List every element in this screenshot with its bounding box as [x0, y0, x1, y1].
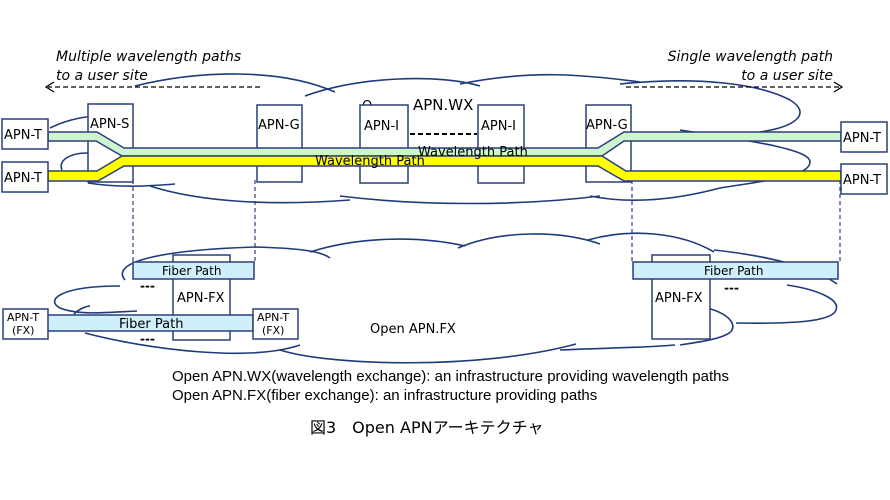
- apn-t-fx-node-left[interactable]: APN-T (FX): [2, 308, 49, 340]
- apn-g-node-left[interactable]: APN-G: [256, 104, 303, 183]
- apn-i-node-right[interactable]: APN-I: [477, 104, 525, 184]
- wx-cloud: [49, 73, 811, 205]
- fiber-ellipsis-left-bottom: ---: [140, 332, 155, 346]
- multiple-paths-annotation-line1: Multiple wavelength paths: [56, 49, 241, 65]
- svg-text:(FX): (FX): [12, 324, 34, 337]
- fiber-path-left-bottom[interactable]: Fiber Path: [46, 314, 254, 332]
- legend-line-wx: Open APN.WX(wavelength exchange): an inf…: [172, 368, 729, 385]
- svg-text:APN-T: APN-T: [843, 131, 881, 146]
- fiber-ellipsis-left-top: ---: [140, 279, 155, 293]
- vertical-guides: [132, 180, 841, 262]
- apn-t-node-top-right[interactable]: APN-T: [840, 121, 888, 153]
- apn-t-node-bottom-left[interactable]: APN-T: [1, 161, 49, 193]
- fiber-path-right[interactable]: Fiber Path: [632, 261, 839, 280]
- right-arrow-head-icon: [833, 81, 844, 93]
- svg-text:APN-G: APN-G: [258, 118, 300, 133]
- apn-t-node-top-left[interactable]: APN-T: [1, 118, 49, 150]
- wx-network-label: APN.WX: [413, 96, 473, 114]
- fx-cloud: [53, 232, 838, 364]
- svg-text:Fiber Path: Fiber Path: [162, 264, 221, 278]
- fiber-ellipsis-right: ---: [724, 281, 739, 295]
- left-arrow-head-icon: [44, 81, 55, 93]
- single-path-annotation-line1: Single wavelength path: [668, 49, 833, 65]
- svg-text:APN-T: APN-T: [7, 311, 39, 324]
- svg-text:APN-G: APN-G: [586, 118, 628, 133]
- svg-text:APN-T: APN-T: [257, 311, 289, 324]
- yellow-path-label: Wavelength Path: [315, 154, 425, 169]
- svg-text:APN-T: APN-T: [4, 128, 42, 143]
- svg-text:Fiber Path: Fiber Path: [119, 317, 183, 332]
- multiple-paths-annotation-line2: to a user site: [56, 68, 148, 84]
- legend-line-fx: Open APN.FX(fiber exchange): an infrastr…: [172, 387, 597, 404]
- apn-t-fx-node-right[interactable]: APN-T (FX): [252, 308, 299, 340]
- svg-text:APN-FX: APN-FX: [177, 291, 225, 306]
- apn-i-node-left[interactable]: APN-I: [359, 104, 409, 184]
- svg-text:APN-FX: APN-FX: [655, 291, 703, 306]
- apn-t-node-bottom-right[interactable]: APN-T: [840, 163, 888, 195]
- svg-text:APN-T: APN-T: [4, 171, 42, 186]
- green-path-label: Wavelength Path: [418, 145, 528, 160]
- svg-text:APN-I: APN-I: [481, 119, 516, 134]
- svg-text:(FX): (FX): [262, 324, 284, 337]
- svg-text:APN-T: APN-T: [843, 173, 881, 188]
- single-path-annotation-line2: to a user site: [741, 68, 833, 84]
- fiber-path-left-top[interactable]: Fiber Path: [132, 261, 255, 280]
- svg-text:APN-S: APN-S: [90, 117, 129, 132]
- fx-network-label: Open APN.FX: [370, 322, 456, 337]
- svg-text:APN-I: APN-I: [364, 119, 399, 134]
- svg-text:Fiber Path: Fiber Path: [704, 264, 763, 278]
- figure-caption: 図3 Open APNアーキテクチャ: [310, 418, 543, 437]
